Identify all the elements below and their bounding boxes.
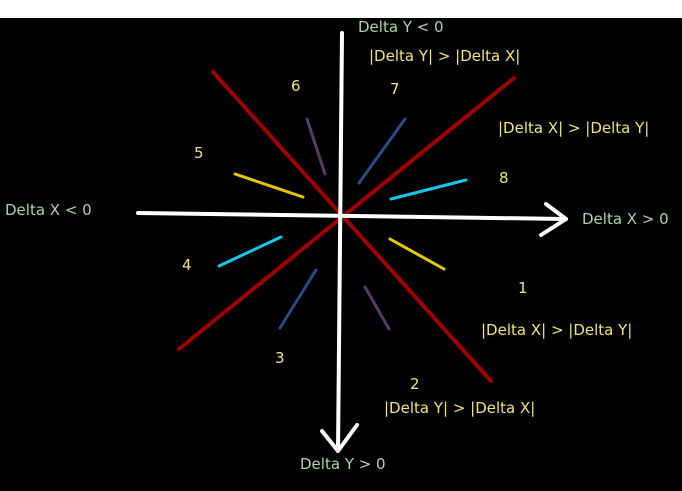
- sector-2-stroke: [363, 285, 391, 331]
- y-axis: [336, 31, 344, 453]
- sector-4-number: 4: [182, 256, 192, 274]
- sector-5-stroke: [233, 172, 305, 199]
- y-positive-label: Delta Y > 0: [300, 455, 386, 473]
- sector-6-number: 6: [291, 77, 301, 95]
- x-axis-arrowhead: [539, 202, 568, 237]
- x-axis: [136, 211, 568, 221]
- x-negative-label: Delta X < 0: [5, 201, 92, 219]
- top-white-bar: [0, 0, 682, 18]
- sector-7-stroke: [357, 117, 407, 185]
- sector-6-stroke: [305, 117, 327, 176]
- sector-1-stroke: [388, 237, 446, 271]
- sector-2-number: 2: [410, 375, 420, 393]
- sector-4-stroke: [217, 235, 283, 268]
- diagonal-line-descending: [211, 70, 493, 383]
- sector-5-number: 5: [194, 144, 204, 162]
- bottom-condition-label: |Delta Y| > |Delta X|: [384, 399, 535, 417]
- sector-3-number: 3: [275, 349, 285, 367]
- top-condition-label: |Delta Y| > |Delta X|: [369, 47, 520, 65]
- y-axis-arrowhead: [320, 423, 359, 453]
- sector-7-number: 7: [390, 80, 400, 98]
- sector-1-number: 1: [518, 279, 528, 297]
- sector-3-stroke: [278, 268, 318, 330]
- sector-8-stroke: [389, 178, 468, 201]
- x-positive-label: Delta X > 0: [582, 210, 669, 228]
- diagonal-line-ascending: [177, 76, 516, 351]
- lower-right-condition-label: |Delta X| > |Delta Y|: [481, 321, 632, 339]
- sector-8-number: 8: [499, 169, 509, 187]
- y-negative-label: Delta Y < 0: [358, 18, 444, 36]
- upper-right-condition-label: |Delta X| > |Delta Y|: [498, 119, 649, 137]
